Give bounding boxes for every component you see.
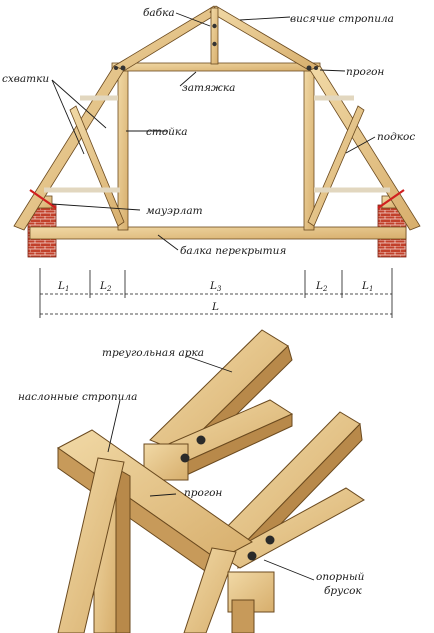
label-stoyka: стойка [146,126,187,138]
label-progon-top: прогон [346,66,384,78]
label-zatyazhka: затяжка [182,82,235,94]
right-sloped-rafter [183,547,237,633]
left-post [117,67,129,231]
sloped-rafter [57,457,125,633]
label-mauerlat: мауэрлат [146,205,203,217]
dim-L-total: L [211,301,219,313]
lower-arch-bolt [247,551,257,561]
right-strut [307,105,365,227]
arch-bolt [180,453,190,463]
vertical-post-side [115,467,131,633]
dim-L2-right: L2 [315,280,328,293]
support-bar-post [231,599,255,633]
label-sloped-rafters: наслонные стропила [18,391,137,403]
arch-bolt [196,435,206,445]
king-post [210,7,219,65]
left-strut [69,105,125,227]
bottom-rafter-detail: треугольная арка наслонные стропила прог… [18,329,365,633]
bottom-leader-lines [107,355,315,581]
joint-bolt [306,65,312,71]
king-post-bolt [212,23,217,29]
right-lower-rafter [309,65,421,231]
dim-L2-left: L2 [99,280,112,293]
lower-arch-bolt [265,535,275,545]
label-floor-beam: балка перекрытия [180,245,286,257]
label-podkos: подкос [377,131,415,143]
dim-L1-right: L1 [361,280,373,293]
right-post [303,67,315,231]
label-hanging-rafters: висячие стропила [290,13,394,25]
king-post-bolt [212,41,217,47]
joint-bolt [120,65,126,71]
label-babka: бабка [143,7,175,19]
joint-bolt [314,66,318,70]
right-strap [377,189,405,209]
leader-lines [51,12,376,251]
lower-arch-beam2 [221,487,365,569]
dimension-lines [39,268,393,318]
left-strap [29,189,57,209]
dim-L1-left: L1 [57,280,69,293]
floor-beam [29,226,407,240]
top-truss-diagram: бабка висячие стропила схватки затяжка п… [2,5,421,318]
joint-bolt [114,66,118,70]
label-progon-bottom: прогон [184,487,222,499]
label-skhvatki: схватки [2,73,49,85]
label-support-bar-2: брусок [324,585,362,597]
label-support-bar-1: опорный [316,571,365,583]
dim-L3: L3 [209,280,222,293]
label-triangular-arch: треугольная арка [102,347,204,359]
